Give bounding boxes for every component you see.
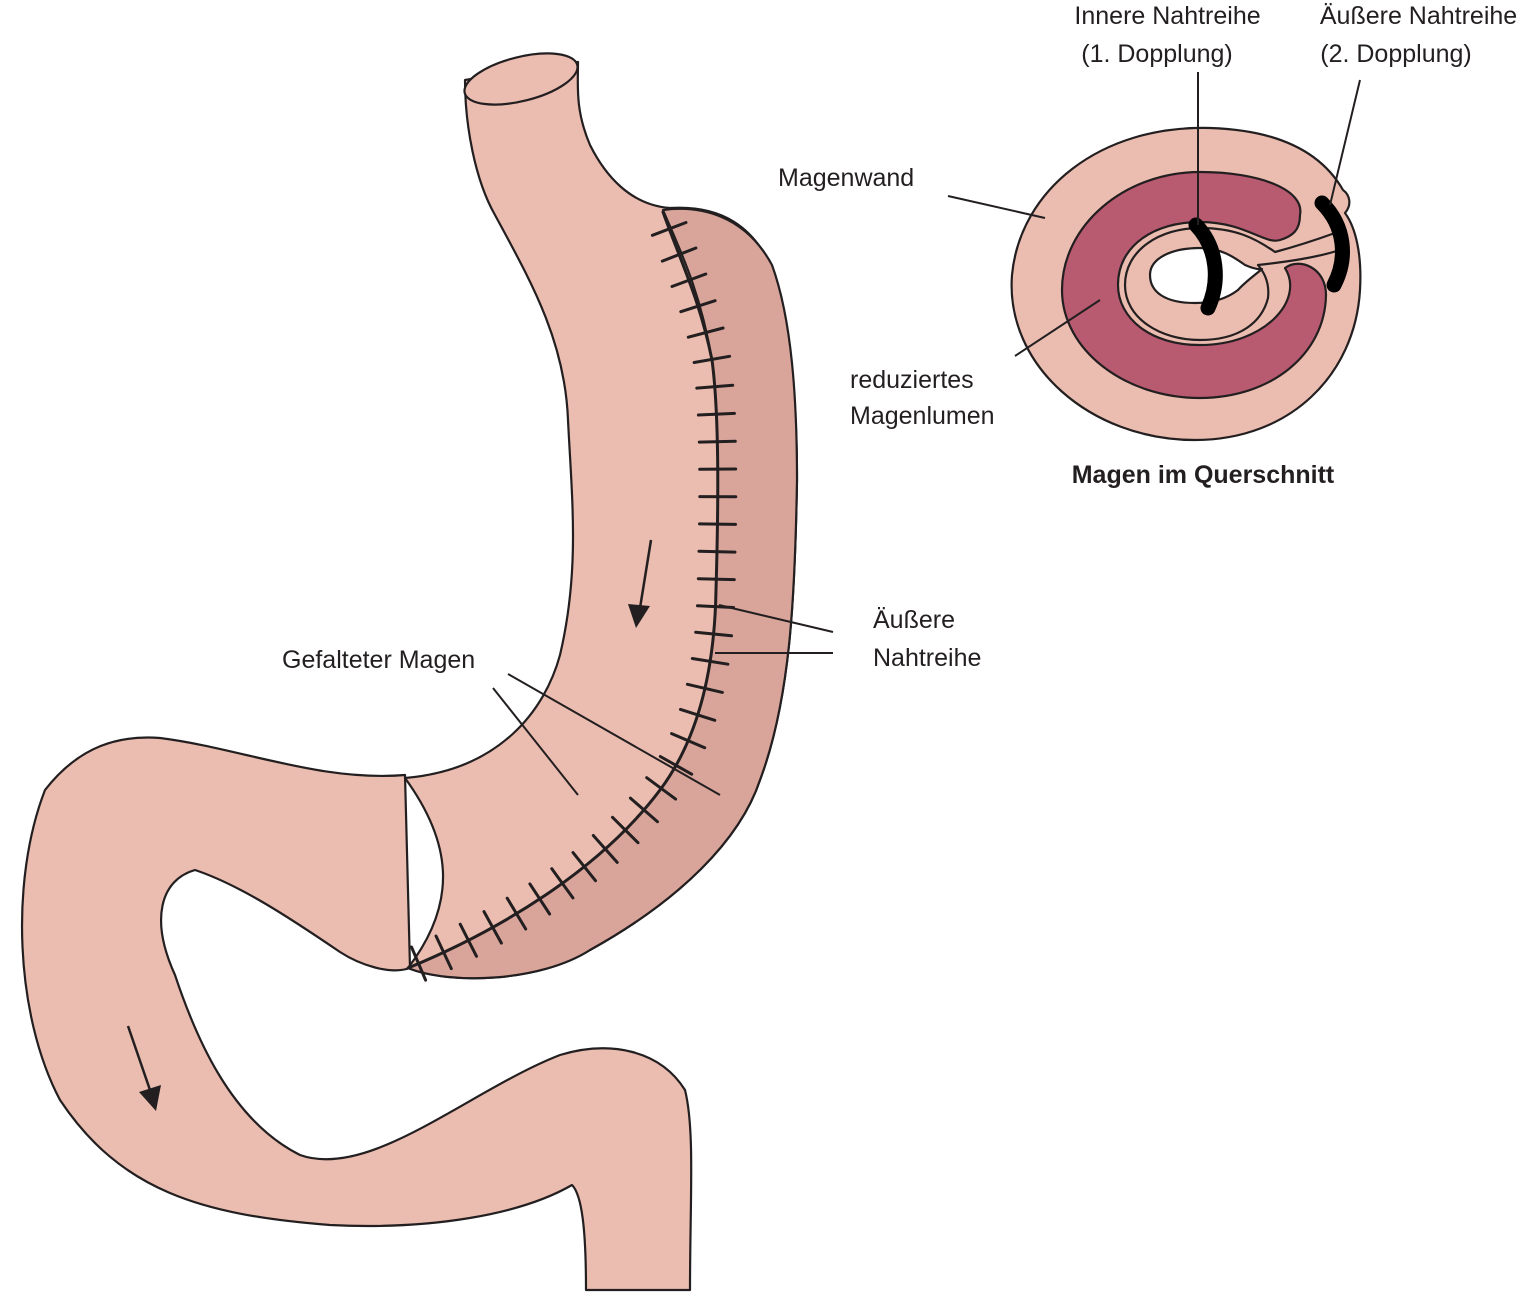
duodenum [20,736,693,1292]
suture-stitches [410,221,738,982]
leader-outer-suture-1 [718,604,834,633]
suture-stitch [696,411,736,417]
suture-stitch [645,776,678,801]
leader-folded-stomach-1 [492,687,579,796]
suture-stitch [660,246,698,263]
label-inner-suture-row: Innere Nahtreihe (1. Dopplung) [1074,2,1267,68]
label-outer-suture-row: Äußere Nahtreihe [873,606,981,672]
leader-reduced-lumen [1014,299,1101,357]
suture-stitch [698,522,737,526]
suture-stitch [571,851,597,883]
suture-stitch [686,326,725,339]
suture-stitch [695,383,735,390]
suture-stitch [591,834,619,864]
leader-stomach-wall [947,195,1046,219]
cross-section-caption: Magen im Querschnitt [1072,461,1335,489]
suture-stitch [690,657,730,666]
cross-section-lumen [1148,246,1264,305]
suture-stitch [528,882,552,916]
suture-stitch [628,796,659,824]
suture-stitch [697,439,737,444]
leader-folded-stomach-2 [507,673,721,796]
suture-stitch [658,755,694,776]
suture-stitch [550,867,575,900]
label-folded-stomach: Gefalteter Magen [282,646,475,674]
label-outer-suture-row-top: Äußere Nahtreihe (2. Dopplung) [1320,2,1524,68]
suture-stitch [697,549,737,554]
suture-stitch [696,577,736,582]
suture-stitch [410,945,428,982]
suture-stitch [679,707,717,722]
label-reduced-lumen: reduziertes Magenlumen [850,366,995,430]
suture-seam [406,210,720,970]
suture-stitch [685,682,724,694]
suture-stitch [670,732,707,750]
suture-stitch [611,815,640,845]
cross-section-drawing [1010,126,1362,442]
suture-stitch [482,910,503,945]
suture-stitch [505,896,528,931]
flow-arrow-icon [628,539,653,628]
suture-stitch [434,934,453,971]
suture-stitch [694,630,733,638]
label-stomach-wall: Magenwand [778,164,914,192]
cross-section-inner-suture [1188,217,1223,316]
suture-stitch [679,299,717,314]
suture-stitch [670,272,708,288]
suture-stitch [458,922,478,958]
stomach-drawing [20,52,799,1292]
esophagus-opening [463,52,579,106]
leader-outer-suture-top [1329,79,1361,206]
cross-section-outer-suture [1314,195,1350,293]
flow-arrow-icon [126,1025,161,1111]
suture-stitch [650,221,688,237]
suture-stitch [692,354,732,364]
